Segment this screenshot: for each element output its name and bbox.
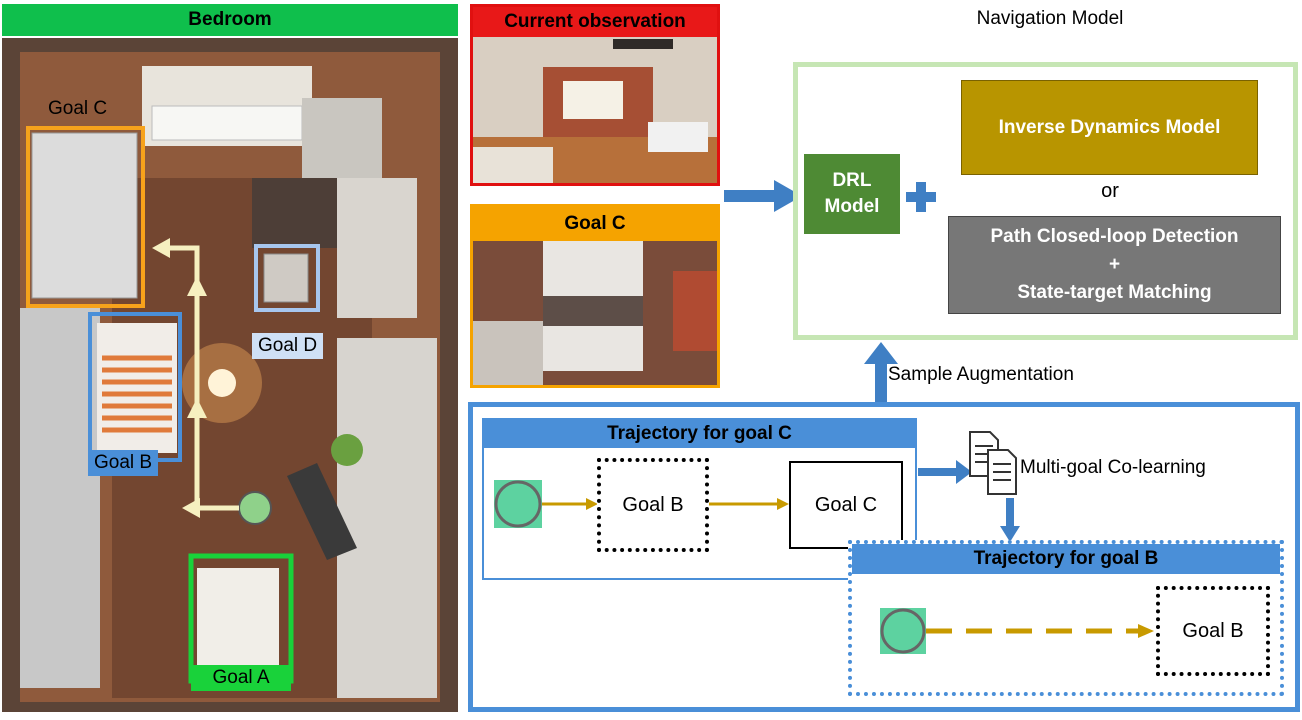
start-circle-icon [494, 480, 542, 528]
or-label: or [1101, 180, 1119, 202]
traj-b-start-node [880, 608, 926, 654]
traj-c-start-node [494, 480, 542, 528]
traj-c-goal-b-node: Goal B [597, 458, 709, 552]
drl-line1: DRL [832, 170, 872, 191]
navigation-model-title: Navigation Model [976, 8, 1124, 29]
trajectory-goal-c-title: Trajectory for goal C [484, 420, 915, 448]
goal-c-title: Goal C [473, 207, 717, 241]
document-icon [969, 431, 1017, 495]
current-observation-title: Current observation [473, 7, 717, 37]
sample-augmentation-arrow [864, 342, 898, 406]
traj-c-goal-c-node: Goal C [789, 461, 903, 549]
down-arrow [1000, 498, 1020, 542]
current-observation-image [473, 37, 717, 183]
floor-plan-illustration [2, 38, 458, 712]
path-detection-box: Path Closed-loop Detection + State-targe… [948, 216, 1281, 314]
plus-icon [906, 182, 936, 212]
start-circle-icon [880, 608, 926, 654]
traj-b-dashed-arrow [926, 624, 1154, 638]
multi-goal-co-learning-label: Multi-goal Co-learning [1020, 457, 1206, 478]
multi-goal-arrow [918, 460, 972, 484]
traj-c-arrow-1 [542, 498, 598, 510]
traj-b-goal-b-node: Goal B [1156, 586, 1270, 676]
drl-line2: Model [824, 196, 880, 217]
goal-c-label: Goal C [48, 98, 108, 119]
bedroom-header: Bedroom [2, 4, 458, 36]
drl-model-box: DRL Model [804, 154, 900, 234]
path-closed-loop-label: Path Closed-loop Detection [990, 226, 1239, 247]
bedroom-floor-plan: Goal C Goal D Goal B Goal A [2, 38, 458, 712]
goal-a-label: Goal A [191, 665, 291, 691]
goal-b-label: Goal B [88, 450, 159, 476]
goal-c-image [473, 241, 717, 385]
current-observation-panel: Current observation [470, 4, 720, 186]
traj-c-arrow-2 [709, 498, 789, 510]
trajectory-goal-b-title: Trajectory for goal B [852, 544, 1280, 574]
sample-augmentation-label: Sample Augmentation [888, 364, 1074, 385]
input-arrow [724, 180, 802, 212]
goal-d-label: Goal D [252, 333, 324, 359]
inverse-dynamics-model-box: Inverse Dynamics Model [961, 80, 1258, 175]
plus-label: + [1108, 254, 1121, 275]
goal-c-panel: Goal C [470, 204, 720, 388]
state-target-label: State-target Matching [1017, 282, 1212, 303]
